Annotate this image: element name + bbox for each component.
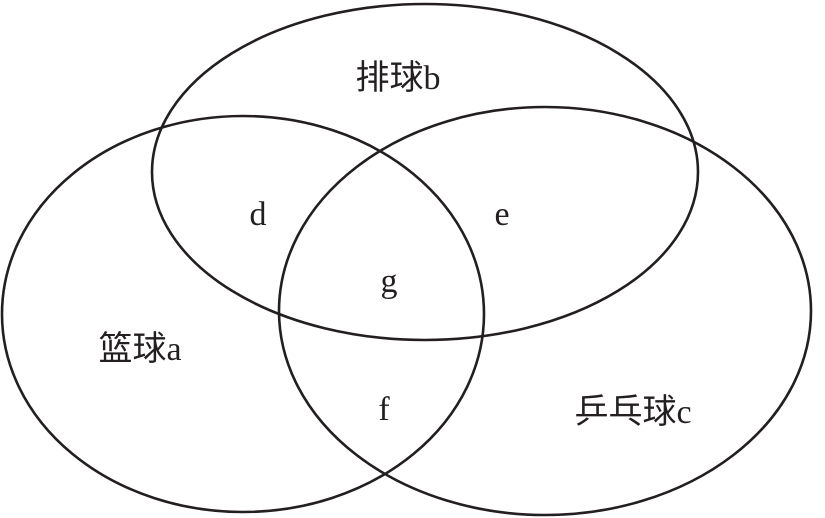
region-ac-label: f [378,391,390,428]
set-a-outline-basketball [0,114,486,514]
set-a-label: 篮球a [98,330,181,368]
set-c-outline-table-tennis [277,105,813,517]
set-b-outline-volleyball [150,2,700,342]
set-c-label: 乒乓球c [574,394,691,431]
set-b-label: 排球b [356,59,441,97]
region-abc-label: g [381,263,398,300]
region-ab-label: d [250,196,267,233]
region-bc-label: e [494,196,509,233]
